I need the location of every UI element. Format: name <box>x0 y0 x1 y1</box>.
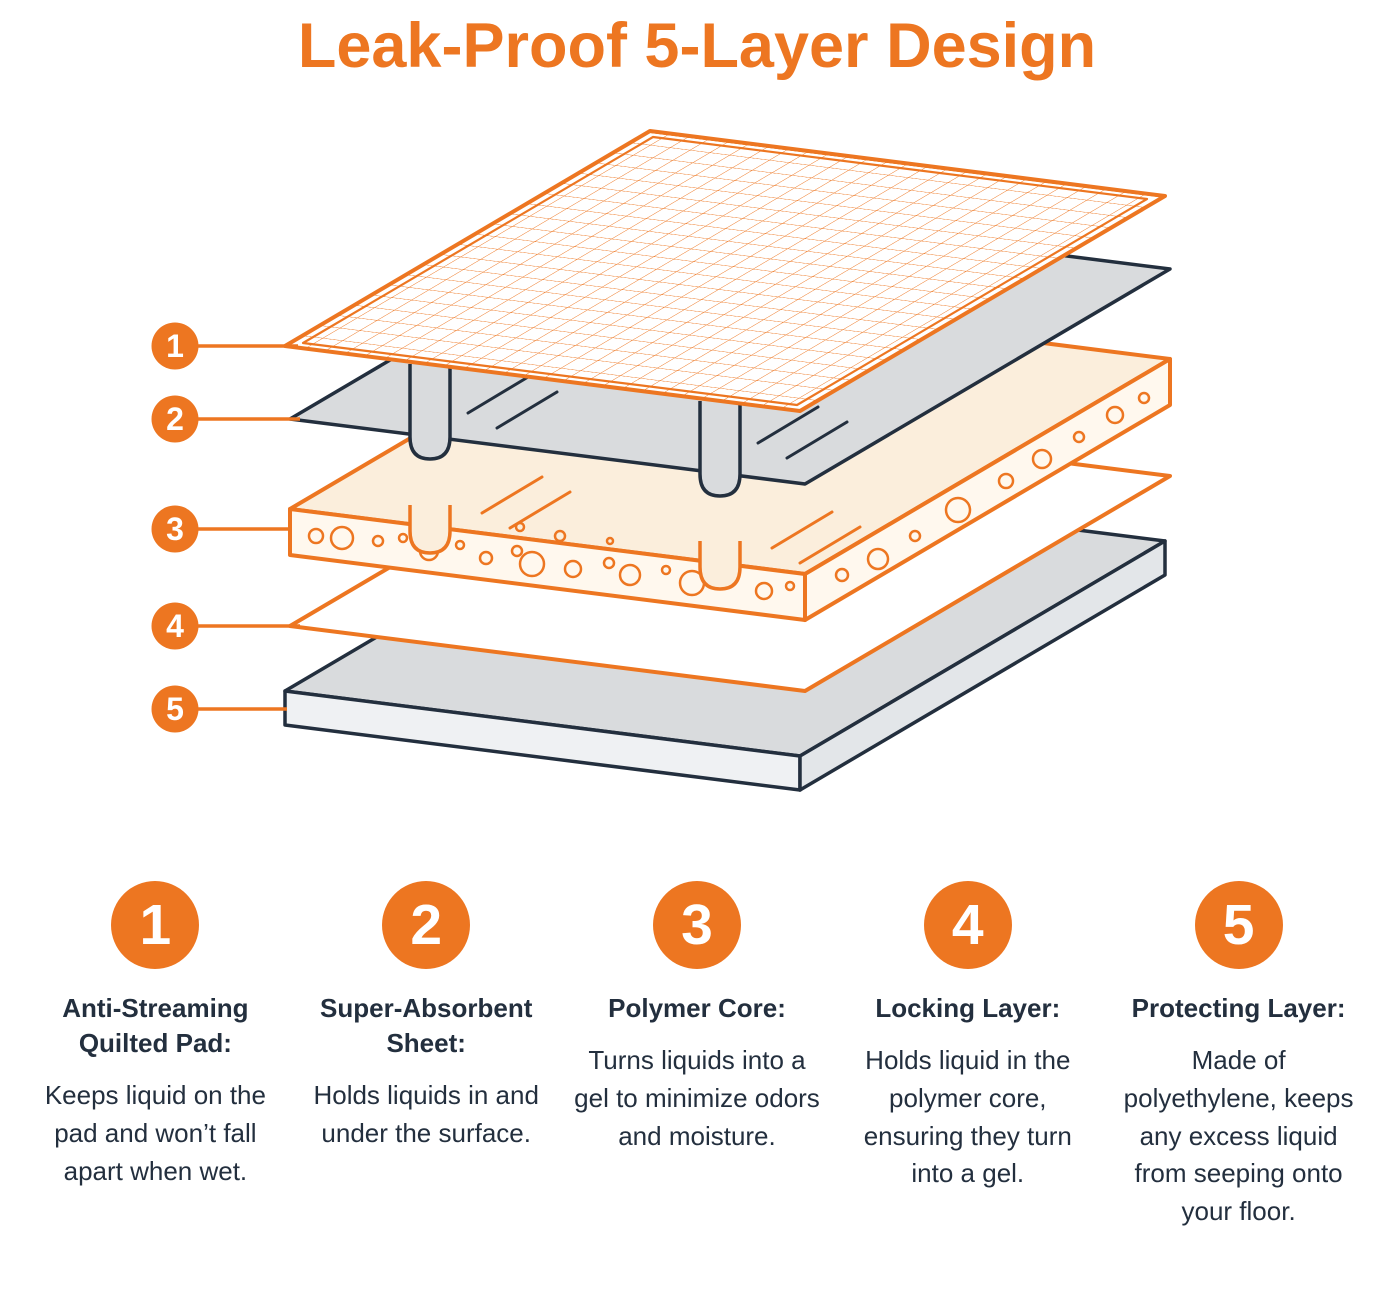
legend-item-5: 5 Protecting Layer: Made of polyethylene… <box>1103 881 1374 1231</box>
legend-description-2: Holds liquids in and under the surface. <box>313 1080 539 1149</box>
legend-description-1: Keeps liquid on the pad and won’t fall a… <box>44 1080 266 1186</box>
legend-item-4: 4 Locking Layer: Holds liquid in the pol… <box>832 881 1103 1193</box>
legend-description-5: Made of polyethylene, keeps any excess l… <box>1123 1045 1354 1227</box>
legend-number-badge-4: 4 <box>923 881 1012 970</box>
callout-2: 2 <box>151 395 300 443</box>
legend-number-4: 4 <box>951 892 984 957</box>
legend-number-badge-1: 1 <box>111 881 200 970</box>
legend-number-badge-5: 5 <box>1194 881 1283 970</box>
callout-3-number: 3 <box>166 511 184 547</box>
callout-3-badge <box>151 505 199 553</box>
legend-heading-2: Super-Absorbent Sheet: <box>320 993 533 1059</box>
page-title: Leak-Proof 5-Layer Design <box>297 11 1097 81</box>
legend-heading-3: Polymer Core: <box>608 993 786 1024</box>
legend-number-2: 2 <box>410 892 443 957</box>
legend-description-3: Turns liquids into a gel to minimize odo… <box>574 1045 820 1151</box>
callout-4-number: 4 <box>166 608 184 644</box>
polymer-bubbles-side <box>834 392 1151 583</box>
core-funnel-notches <box>408 505 742 592</box>
callout-5-badge <box>151 685 199 733</box>
legend: 1 Anti-Streaming Quilted Pad: Keeps liqu… <box>0 881 1394 1231</box>
five-layer-exploded-diagram: 1 2 3 4 5 <box>151 129 1172 793</box>
callout-4: 4 <box>151 602 300 650</box>
layer-1-quilted-mesh <box>283 129 1167 414</box>
callout-3: 3 <box>151 505 292 553</box>
legend-number-1: 1 <box>139 892 172 957</box>
legend-item-1: 1 Anti-Streaming Quilted Pad: Keeps liqu… <box>20 881 291 1190</box>
callout-1-badge <box>151 322 199 370</box>
legend-number-5: 5 <box>1222 892 1255 957</box>
callout-1: 1 <box>151 322 298 370</box>
sheet-flow-lines <box>466 375 849 460</box>
polymer-bubbles-front <box>307 526 796 601</box>
legend-number-badge-2: 2 <box>382 881 471 970</box>
callout-2-number: 2 <box>166 401 184 437</box>
callout-4-badge <box>151 602 199 650</box>
callout-5-number: 5 <box>166 691 184 727</box>
sheet-funnel-pockets <box>408 364 742 499</box>
legend-heading-1: Anti-Streaming Quilted Pad: <box>62 993 249 1059</box>
callout-5: 5 <box>151 685 287 733</box>
legend-heading-4: Locking Layer: <box>875 993 1061 1024</box>
legend-description-4: Holds liquid in the polymer core, ensuri… <box>863 1045 1072 1189</box>
legend-number-badge-3: 3 <box>652 881 741 970</box>
legend-item-2: 2 Super-Absorbent Sheet: Holds liquids i… <box>291 881 562 1153</box>
core-flow-lines <box>480 475 862 565</box>
legend-item-3: 3 Polymer Core: Turns liquids into a gel… <box>562 881 833 1155</box>
callout-1-number: 1 <box>166 328 184 364</box>
layer-callouts: 1 2 3 4 5 <box>151 322 300 733</box>
legend-number-3: 3 <box>681 892 713 957</box>
callout-2-badge <box>151 395 199 443</box>
legend-heading-5: Protecting Layer: <box>1131 993 1346 1024</box>
